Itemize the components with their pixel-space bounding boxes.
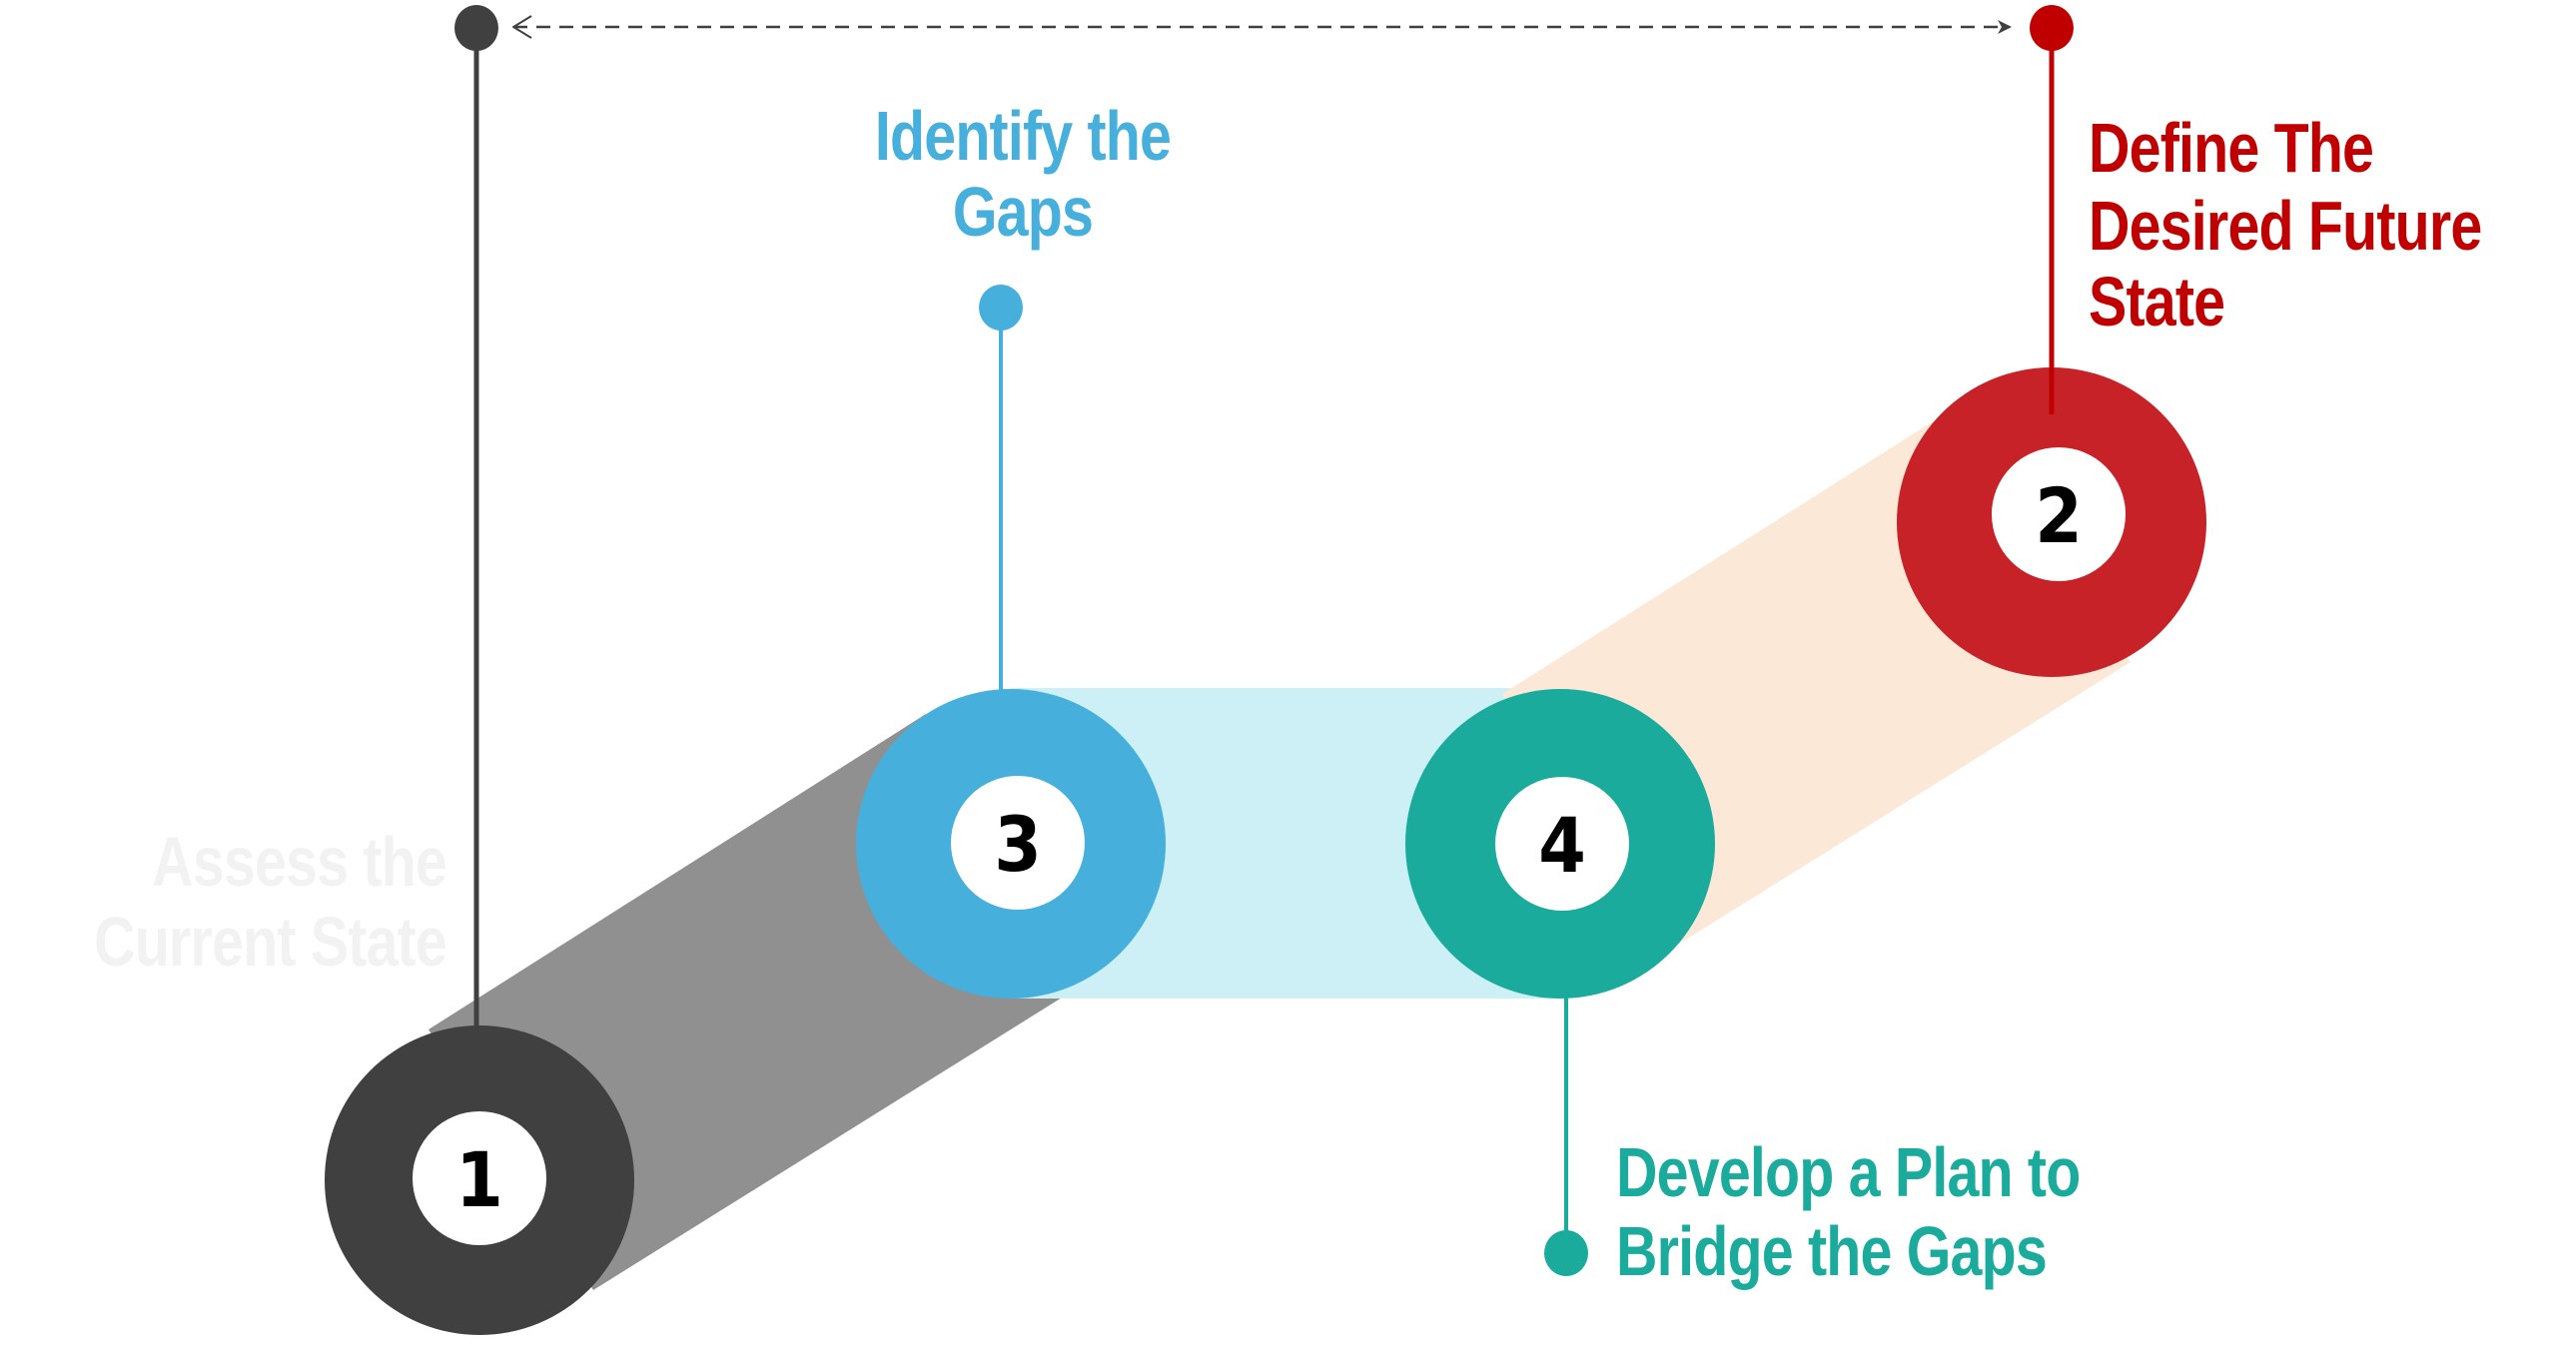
step-label-3: Identify the Gaps [875,97,1172,252]
leader-dot-step-4 [1544,1230,1588,1276]
step-badge-2 [1992,447,2126,581]
step-label-3-line-2: Gaps [953,173,1093,252]
step-number-2: 2 [2035,473,2083,561]
step-number-3: 3 [994,802,1042,890]
step-label-4-line-1: Develop a Plan to [1616,1133,2080,1212]
step-label-1-line-1: Assess the [152,823,446,902]
step-node-2: 2 [1897,367,2206,677]
step-label-2-line-3: State [2089,263,2224,341]
step-label-4-line-2: Bridge the Gaps [1616,1212,2047,1291]
step-node-1: 1 [325,1025,634,1335]
step-badge-3 [951,776,1085,910]
step-label-2-line-2: Desired Future [2089,187,2482,266]
step-number-4: 4 [1538,803,1586,891]
leader-dot-step-1 [454,5,498,51]
leader-dot-step-3 [979,285,1023,331]
step-label-1-line-2: Current State [94,903,446,982]
step-label-2: Define The Desired Future State [2089,109,2482,341]
step-label-4: Develop a Plan to Bridge the Gaps [1616,1133,2081,1291]
step-badge-1 [413,1111,546,1245]
leader-dot-step-2 [2030,5,2074,51]
step-label-2-line-1: Define The [2089,109,2373,188]
step-label-1: Assess the Current State [94,823,447,982]
step-node-3: 3 [856,689,1166,999]
step-node-4: 4 [1405,689,1715,999]
step-number-1: 1 [455,1137,503,1225]
step-label-3-line-1: Identify the [875,97,1171,176]
step-badge-4 [1495,777,1629,911]
